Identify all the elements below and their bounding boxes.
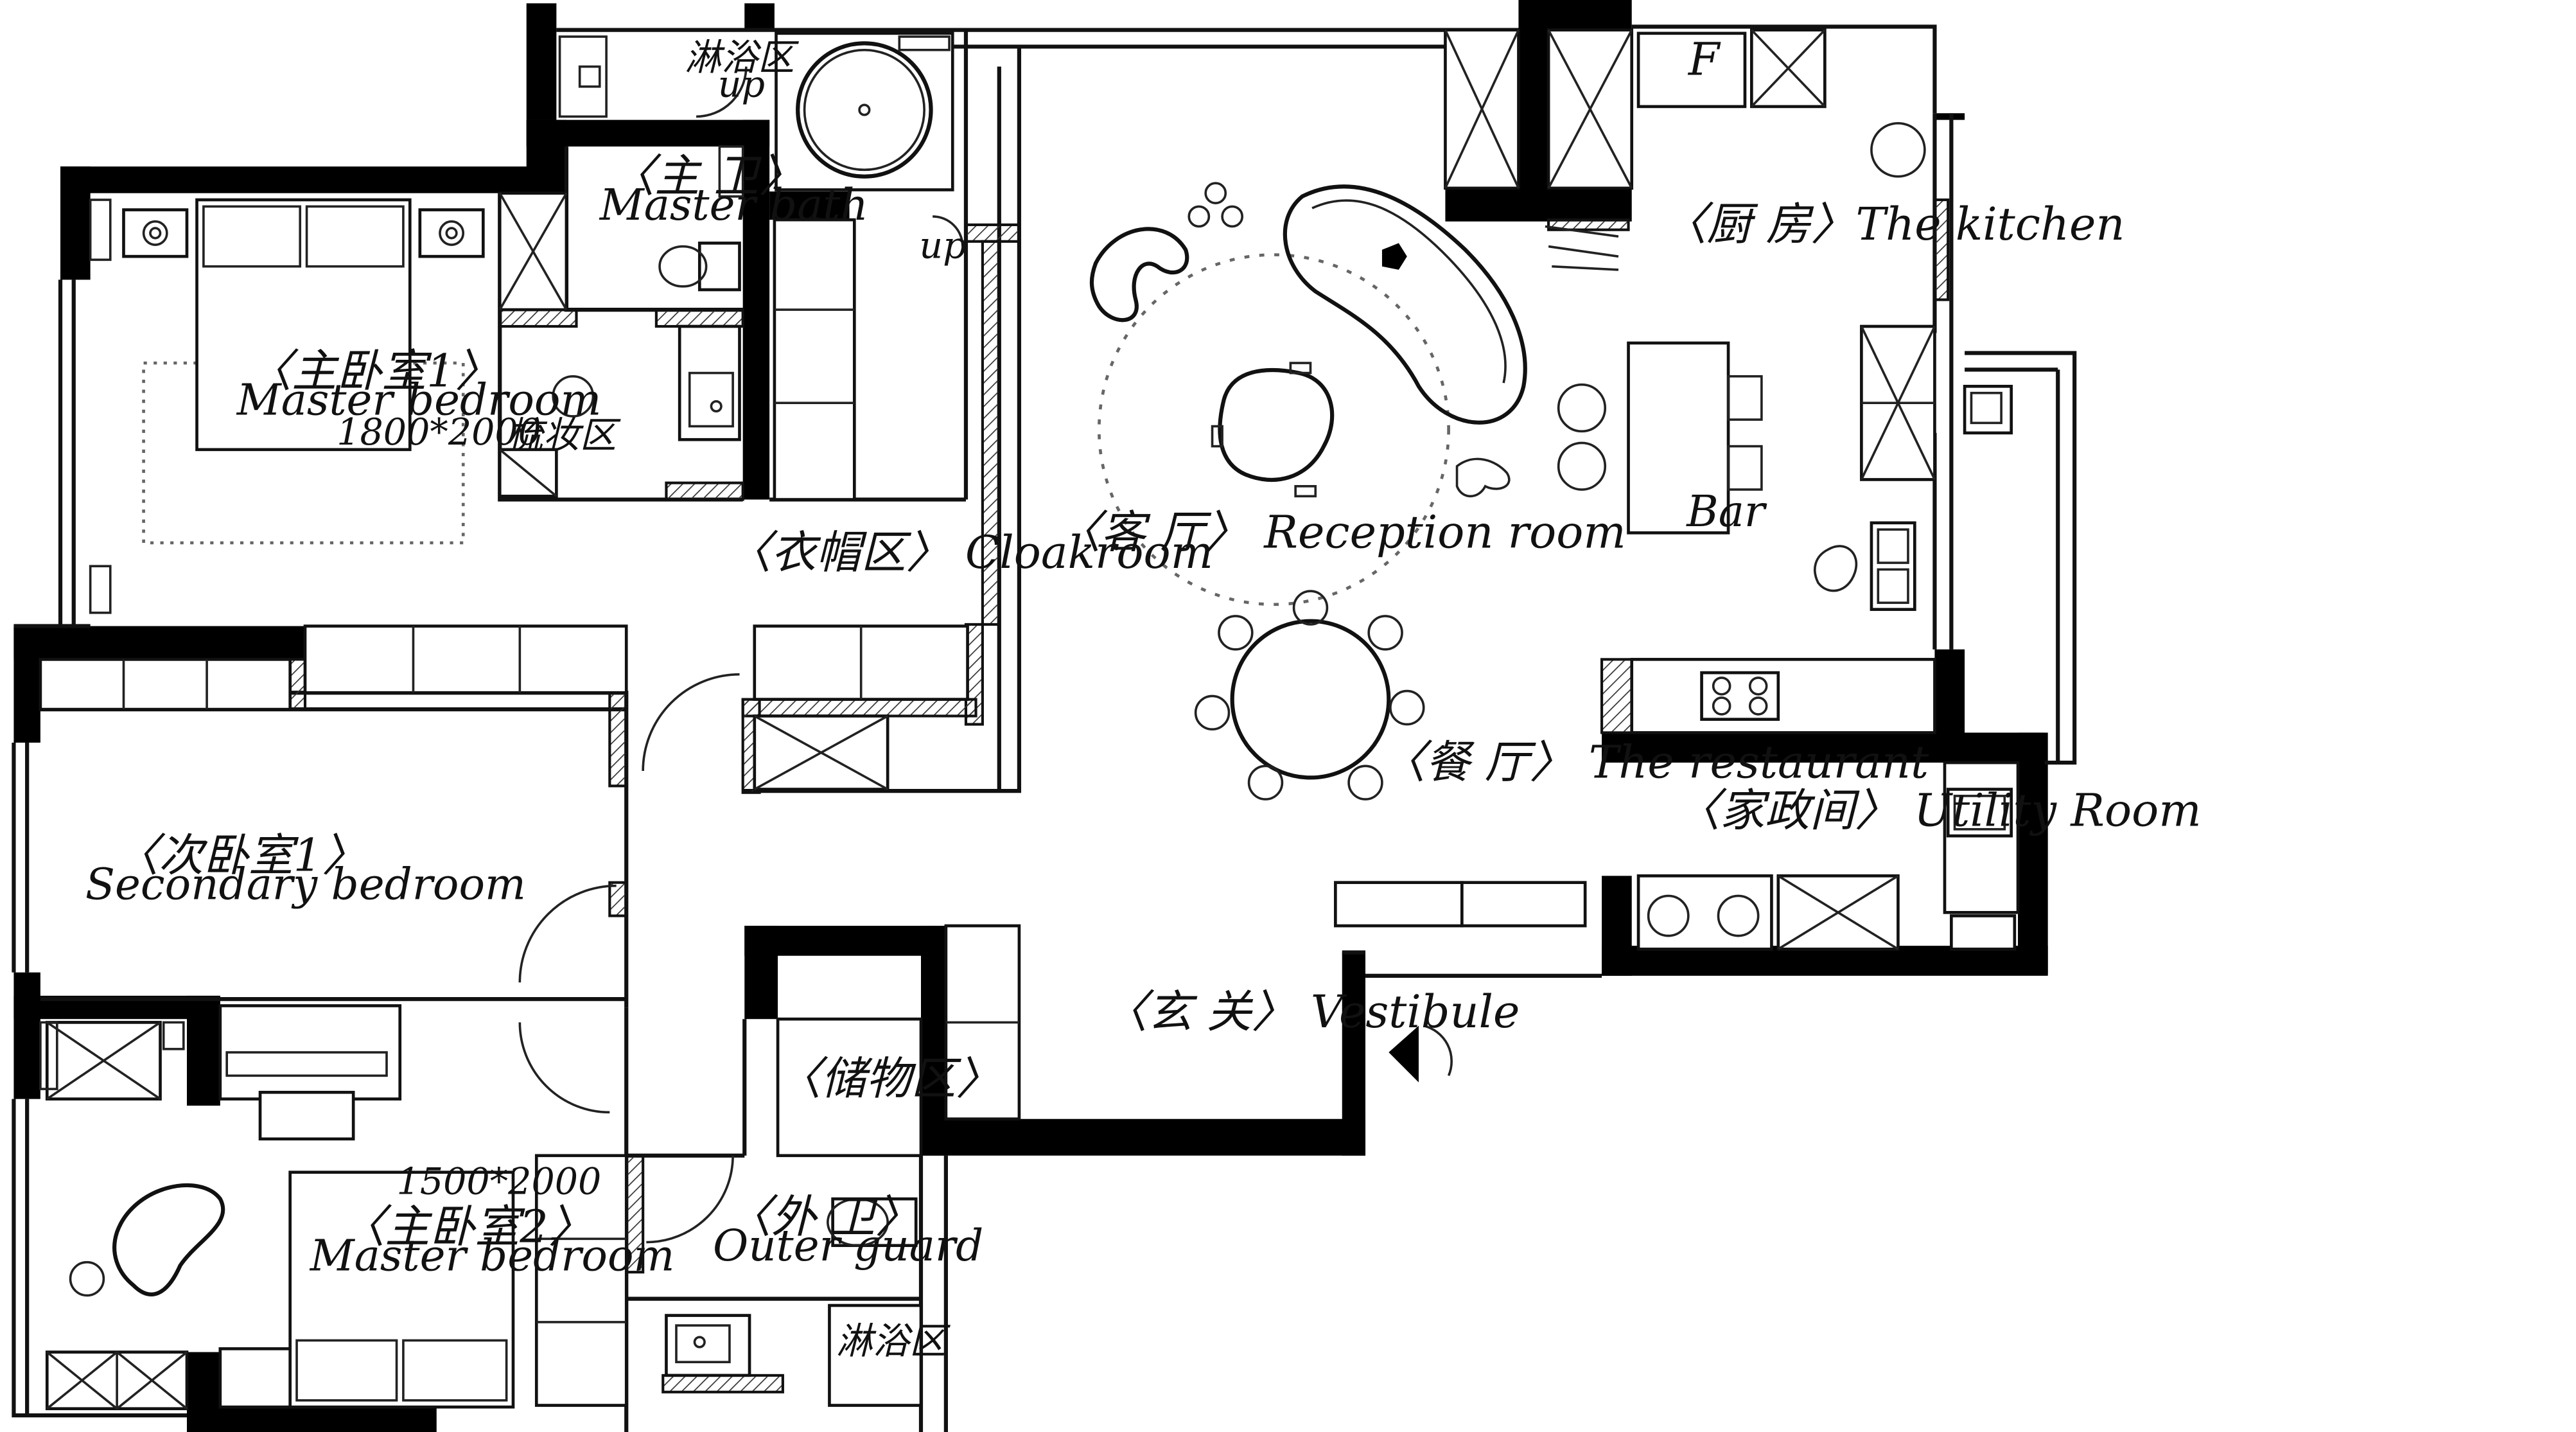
exterior-walls — [13, 0, 2048, 1432]
master-bed-2-size: 1500*2000 — [397, 1160, 602, 1203]
kitchen-fixtures — [1545, 31, 2013, 721]
master-bath-en-label: Master bath — [599, 179, 868, 230]
vestibule-label: 〈玄 关〉 Vestibule — [1103, 986, 1520, 1038]
master-bedroom-en-label: Master bedroom — [236, 374, 602, 425]
dining-set — [1194, 590, 1425, 800]
storage-label: 〈储物区〉 — [776, 1052, 1001, 1105]
room-labels: 〈主卧室1〉 Master bedroom 1800*2000 梳妆区 〈主 卫… — [85, 33, 2202, 1363]
outer-shower-label: 淋浴区 — [836, 1320, 951, 1363]
living-furniture — [1089, 182, 1527, 606]
step-up-label: up — [718, 63, 765, 105]
master-shower-label: 淋浴区 — [685, 37, 800, 79]
master-bedroom-2-en-label: Master bedroom — [309, 1230, 675, 1281]
kitchen-label: 〈厨 房〉The kitchen — [1661, 198, 2125, 251]
step-up-label-2: up — [919, 225, 966, 267]
reception-label: 〈客 厅〉 Reception room — [1056, 506, 1626, 559]
bar-label: Bar — [1685, 486, 1767, 536]
dresser-label: 梳妆区 — [507, 414, 622, 457]
utility-label: 〈家政间〉 Utility Room — [1675, 784, 2201, 837]
master-bedroom-cn-label: 〈主卧室1〉 — [247, 344, 500, 397]
bedroom2-furniture — [39, 1004, 515, 1409]
cabinets — [39, 28, 2020, 1411]
cloakroom-label: 〈衣帽区〉 Cloakroom — [726, 526, 1213, 579]
bath-fixtures — [558, 31, 954, 1407]
outer-guard-cn-label: 〈外 卫〉 — [726, 1190, 920, 1243]
master-bedroom-2-cn-label: 〈主卧室2〉 — [340, 1201, 593, 1253]
restaurant-label: 〈餐 厅〉 The restaurant — [1380, 736, 1929, 788]
outer-guard-en-label: Outer guard — [713, 1220, 983, 1271]
master-bed-size: 1800*2000 — [337, 411, 541, 454]
utility-fixtures — [1636, 788, 2017, 951]
door-swings — [518, 66, 1453, 1244]
master-bath-cn-label: 〈主 卫〉 — [609, 150, 803, 202]
master-bed — [89, 198, 595, 614]
fridge-label: F — [1687, 33, 1721, 86]
secondary-bedroom-en-label: Secondary bedroom — [85, 859, 526, 910]
secondary-bedroom-cn-label: 〈次卧室1〉 — [114, 829, 367, 882]
